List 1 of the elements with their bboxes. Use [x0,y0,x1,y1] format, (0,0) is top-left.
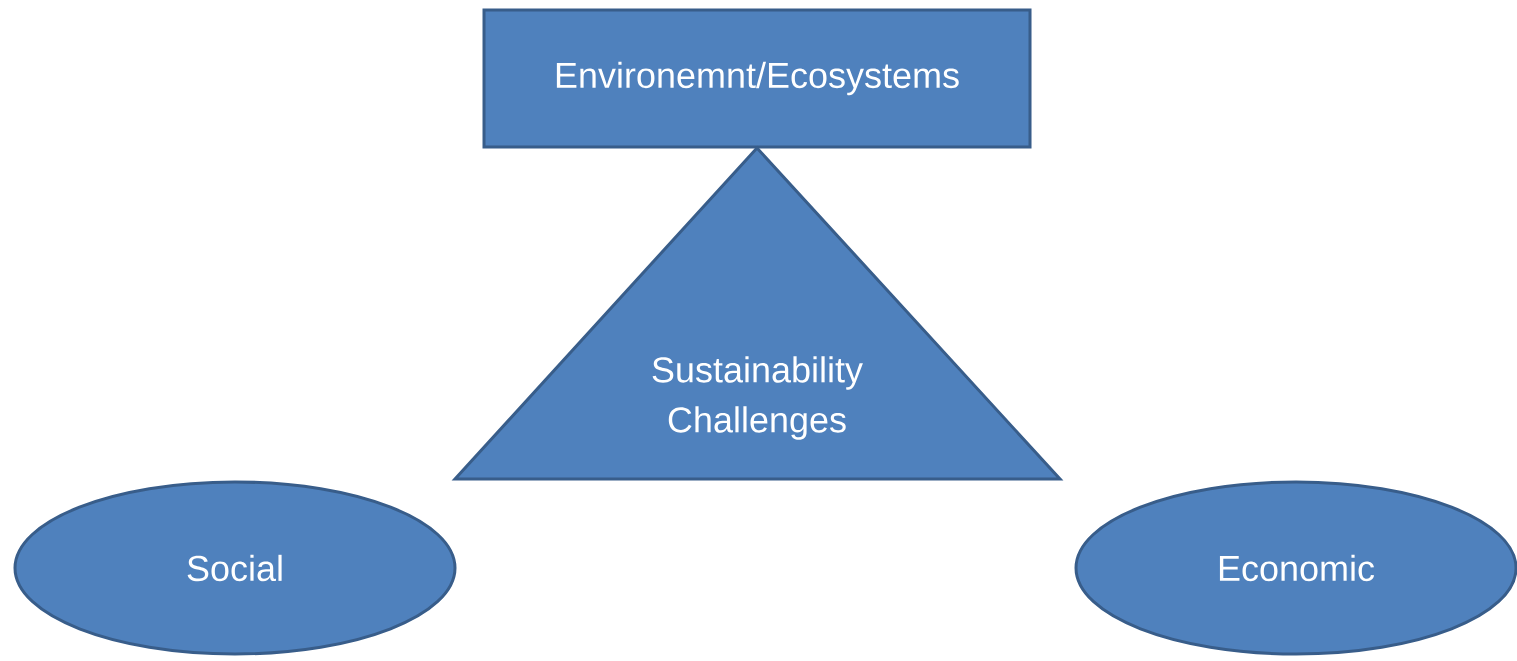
box: Environemnt/Ecosystems [482,8,1032,149]
